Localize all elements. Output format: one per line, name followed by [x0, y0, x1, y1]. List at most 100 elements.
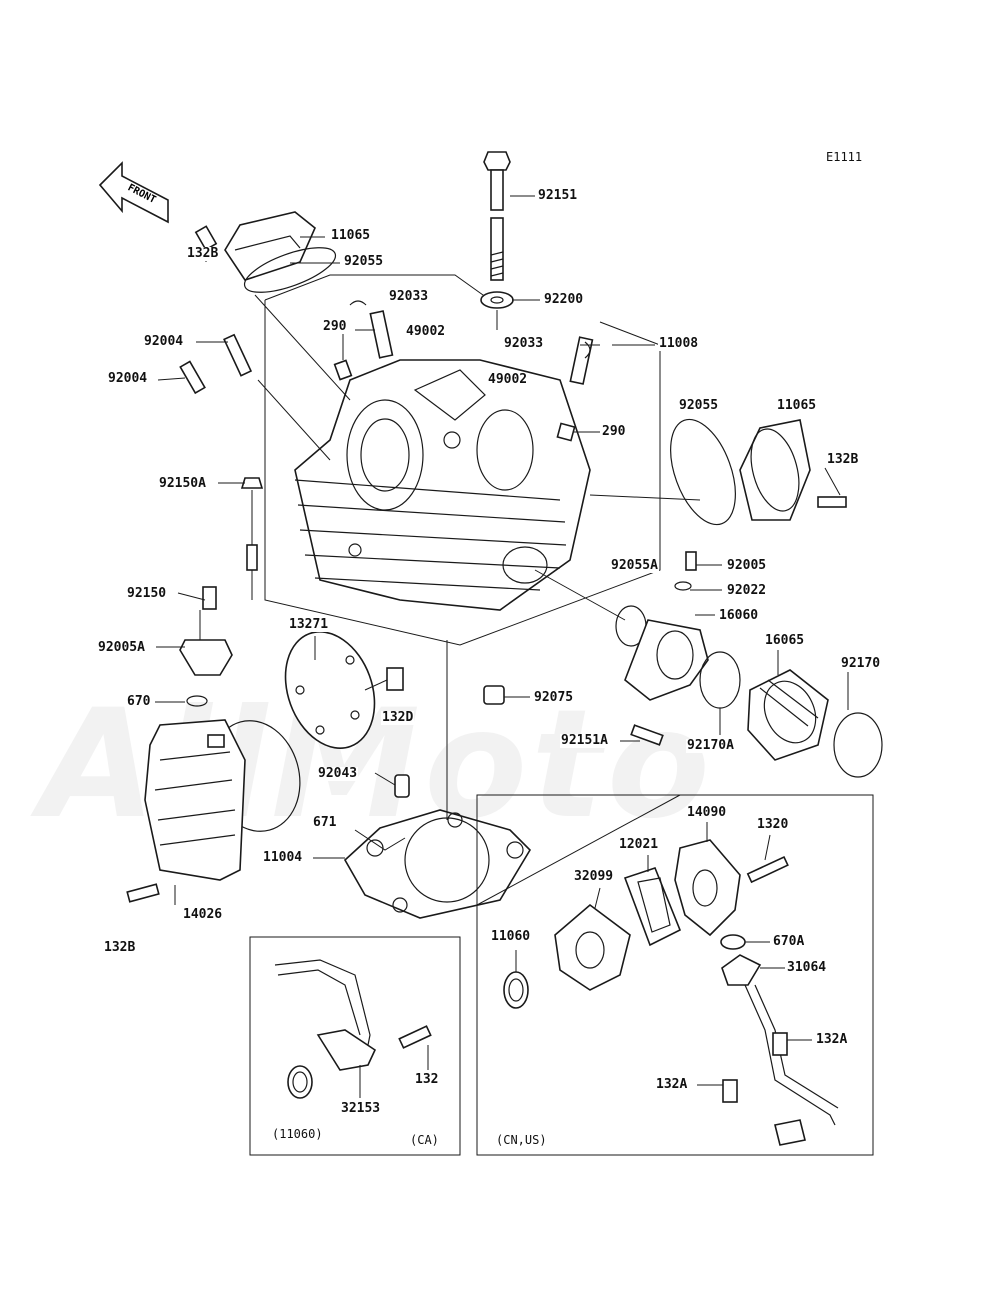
label-92055: 92055	[343, 254, 385, 269]
label-670: 670	[126, 694, 152, 709]
label-92150: 92150	[126, 586, 168, 601]
label-132b: 132B	[826, 452, 860, 467]
bolt-132b-right	[817, 496, 847, 508]
clip-92033-b	[584, 341, 591, 359]
label-132a: 132A	[655, 1077, 689, 1092]
label-290: 290	[601, 424, 627, 439]
region-ca: (CA)	[410, 1133, 439, 1147]
joint-16065	[747, 669, 829, 761]
plug-290-b	[556, 422, 576, 442]
label-92200: 92200	[543, 292, 585, 307]
bolt-92150	[202, 586, 217, 610]
cover-11065-right	[739, 419, 811, 521]
seal-11060-ca	[287, 1065, 313, 1099]
label-11008: 11008	[658, 336, 700, 351]
label-11060: 11060	[490, 929, 532, 944]
oring-92055-right	[670, 418, 736, 526]
oring-670a	[720, 934, 746, 950]
label-92043: 92043	[317, 766, 359, 781]
label-92004: 92004	[107, 371, 149, 386]
stud-92004-b	[179, 360, 206, 395]
seal-11060	[503, 971, 529, 1009]
label-14090: 14090	[686, 805, 728, 820]
bolt-92151	[483, 151, 511, 281]
label-92055a: 92055A	[610, 558, 659, 573]
label-12021: 12021	[618, 837, 660, 852]
ca-inset-box	[249, 936, 461, 1156]
washer-92022	[674, 581, 692, 591]
label-16060: 16060	[718, 608, 760, 623]
label-132a: 132A	[815, 1032, 849, 1047]
cover-14026	[144, 719, 246, 881]
label-92150a: 92150A	[158, 476, 207, 491]
label-670a: 670A	[772, 934, 806, 949]
bolt-132a-a	[772, 1032, 788, 1056]
label-1320: 1320	[756, 817, 790, 832]
plate-13271	[284, 631, 376, 749]
label-92075: 92075	[533, 690, 575, 705]
label-92055: 92055	[678, 398, 720, 413]
region-cn-us: (CN,US)	[496, 1133, 547, 1147]
label-11004: 11004	[262, 850, 304, 865]
label-92033: 92033	[388, 289, 430, 304]
guide-49002-b	[569, 336, 594, 385]
label-92170: 92170	[840, 656, 882, 671]
label-32099: 32099	[573, 869, 615, 884]
clip-92033-a	[349, 300, 367, 306]
label-290: 290	[322, 319, 348, 334]
label-32153: 32153	[340, 1101, 382, 1116]
plug-290-a	[333, 359, 353, 381]
part-32099	[554, 903, 631, 991]
bolt-132	[398, 1025, 432, 1049]
bolt-1320	[746, 855, 789, 884]
bolt-132b-lower	[126, 883, 160, 903]
label-92170a: 92170A	[686, 738, 735, 753]
label-11060-ca: (11060)	[272, 1127, 323, 1141]
fitting-92005	[685, 551, 697, 571]
fitting-92005a	[179, 639, 233, 676]
label-132b: 132B	[186, 246, 220, 261]
label-92004: 92004	[143, 334, 185, 349]
label-132: 132	[414, 1072, 440, 1087]
label-13271: 13271	[288, 617, 330, 632]
reed-12021	[623, 867, 682, 947]
washer-92200	[480, 291, 514, 309]
label-11065: 11065	[330, 228, 372, 243]
guide-49002-a	[369, 310, 394, 359]
holder-16060	[624, 619, 709, 701]
label-92151: 92151	[537, 188, 579, 203]
diagram-code: E1111	[826, 150, 863, 164]
gasket-11004	[343, 809, 532, 919]
cn-us-inset-box	[476, 794, 874, 1156]
bolt-92151a	[630, 724, 664, 746]
dowel-92043	[394, 774, 410, 798]
label-49002: 49002	[405, 324, 447, 339]
label-92005: 92005	[726, 558, 768, 573]
label-92022: 92022	[726, 583, 768, 598]
label-671: 671	[312, 815, 338, 830]
bolt-132d	[386, 667, 404, 691]
part-14090	[674, 839, 741, 937]
front-arrow-icon: FRONT	[98, 161, 169, 224]
label-16065: 16065	[764, 633, 806, 648]
label-49002: 49002	[487, 372, 529, 387]
label-132d: 132D	[381, 710, 415, 725]
stud-92004-a	[223, 333, 253, 377]
cylinder-head	[294, 359, 591, 611]
label-92033: 92033	[503, 336, 545, 351]
clamp-92170a	[699, 651, 741, 709]
oring-670	[186, 695, 208, 707]
bolt-132a-b	[722, 1079, 738, 1103]
clamp-92170	[833, 712, 883, 778]
label-11065: 11065	[776, 398, 818, 413]
dowel-92075	[483, 685, 505, 705]
label-92151a: 92151A	[560, 733, 609, 748]
label-132b: 132B	[103, 940, 137, 955]
label-92005a: 92005A	[97, 640, 146, 655]
bolt-92150a	[240, 477, 264, 600]
label-14026: 14026	[182, 907, 224, 922]
label-31064: 31064	[786, 960, 828, 975]
pipe-32153	[274, 959, 377, 1071]
